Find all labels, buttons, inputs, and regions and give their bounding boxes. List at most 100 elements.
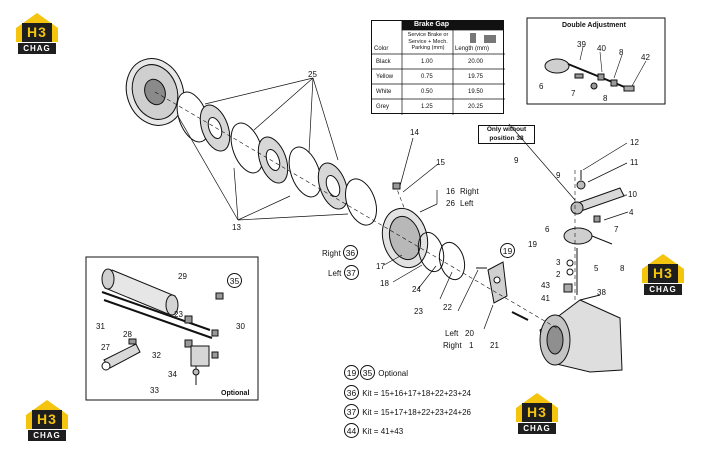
callout: 12 xyxy=(630,138,639,147)
legend-circle: 36 xyxy=(344,385,359,400)
logo-word: CHAG xyxy=(518,423,556,434)
callout: 42 xyxy=(641,53,650,62)
callout: 1 xyxy=(469,341,474,350)
adjusting-arm xyxy=(570,170,625,215)
callout: 33 xyxy=(150,386,159,395)
legend-text: Optional xyxy=(378,369,409,378)
callout: 23 xyxy=(414,307,423,316)
row-service: 0.50 xyxy=(421,89,433,95)
callout: 3 xyxy=(556,258,561,267)
kit-36-circle: 36 xyxy=(342,245,358,260)
right-kit-label: Right 36 xyxy=(322,245,359,261)
callout: 8 xyxy=(603,94,608,103)
shaft xyxy=(563,248,578,295)
legend-row: 44 Kit = 41+43 xyxy=(344,423,403,439)
callout: 7 xyxy=(571,89,576,98)
callout: 8 xyxy=(619,48,624,57)
legend-circle: 37 xyxy=(344,404,359,419)
left-text: Left xyxy=(328,269,342,278)
row-length: 19.75 xyxy=(468,74,484,80)
logo-mark: H3 xyxy=(32,410,62,429)
callout: 20 xyxy=(465,329,474,338)
cam-lever xyxy=(563,215,613,245)
callout: 8 xyxy=(620,264,625,273)
callout: 41 xyxy=(541,294,550,303)
callout: 29 xyxy=(178,272,187,281)
callout: Right xyxy=(460,187,479,196)
callout: 7 xyxy=(614,225,619,234)
callout: 25 xyxy=(308,70,317,79)
row-service: 1.25 xyxy=(421,104,433,110)
callout: 21 xyxy=(490,341,499,350)
double-adjustment-title: Double Adjustment xyxy=(562,22,626,29)
legend-circle: 44 xyxy=(344,423,359,438)
bracket xyxy=(476,261,508,304)
brake-housing xyxy=(539,294,623,373)
callout: 32 xyxy=(152,351,161,360)
callout: 28 xyxy=(123,330,132,339)
callout: 27 xyxy=(101,343,110,352)
row-color: White xyxy=(376,89,392,95)
brake-gap-title: Brake Gap xyxy=(414,21,450,28)
callout: 43 xyxy=(541,281,550,290)
optional-inset-title: Optional xyxy=(221,390,250,397)
legend-row: 36 Kit = 15+16+17+18+22+23+24 xyxy=(344,385,471,401)
callout: 34 xyxy=(168,370,177,379)
callout-19-circle: 19 xyxy=(500,243,515,258)
note-box: Only without position 38 xyxy=(478,125,535,144)
callout: 22 xyxy=(443,303,452,312)
callout: 9 xyxy=(514,156,519,165)
callout: 26 xyxy=(446,199,455,208)
logo-mark: H3 xyxy=(648,264,678,283)
row-service: 1.00 xyxy=(421,59,433,65)
col-color: Color xyxy=(374,46,389,52)
row-color: Yellow xyxy=(376,74,394,80)
row-color: Black xyxy=(376,59,391,65)
callout: 38 xyxy=(597,288,606,297)
row-length: 19.50 xyxy=(468,89,484,95)
row-color: Grey xyxy=(376,104,390,110)
callout: 6 xyxy=(545,225,550,234)
col-length: Length (mm) xyxy=(455,46,490,52)
right-text: Right xyxy=(322,249,341,258)
callout: 5 xyxy=(594,264,599,273)
bleed-screw xyxy=(392,182,401,190)
callout: 31 xyxy=(96,322,105,331)
double-adjustment-drawing xyxy=(544,46,647,92)
optional-drawing xyxy=(101,268,224,385)
callout: 4 xyxy=(629,208,634,217)
brake-gap-grid xyxy=(372,21,505,115)
callout: Left xyxy=(460,199,474,208)
logo-word: CHAG xyxy=(28,430,66,441)
callout: Left xyxy=(445,329,459,338)
callout: 9 xyxy=(556,171,561,180)
callout-35-circle: 35 xyxy=(227,273,242,288)
legend-text: Kit = 41+43 xyxy=(362,427,404,436)
callout: 18 xyxy=(380,279,389,288)
friction-discs xyxy=(176,91,378,226)
legend-circle: 19 xyxy=(344,365,359,380)
row-length: 20.25 xyxy=(468,104,484,110)
callout: 40 xyxy=(597,44,606,53)
callout: 2 xyxy=(556,270,561,279)
callout: 6 xyxy=(539,82,544,91)
callout: 30 xyxy=(236,322,245,331)
brake-gap-table: Brake Gap Color Service Brake or Service… xyxy=(371,20,505,115)
row-length: 20.00 xyxy=(468,59,484,65)
h3-chag-logo: H3 CHAG xyxy=(14,12,60,56)
callout: 14 xyxy=(410,128,419,137)
logo-mark: H3 xyxy=(522,403,552,422)
legend-text: Kit = 15+16+17+18+22+23+24 xyxy=(362,389,472,398)
callout: 19 xyxy=(528,240,537,249)
callout: 17 xyxy=(376,262,385,271)
logo-word: CHAG xyxy=(18,43,56,54)
logo-mark: H3 xyxy=(22,23,52,42)
callout: 15 xyxy=(436,158,445,167)
callout: 23 xyxy=(174,310,183,319)
o-rings xyxy=(417,231,466,281)
kit-37-circle: 37 xyxy=(343,265,359,280)
col-service: Service Brake or Service + Mech. Parking… xyxy=(407,32,449,51)
optional-inset-box xyxy=(85,256,259,401)
